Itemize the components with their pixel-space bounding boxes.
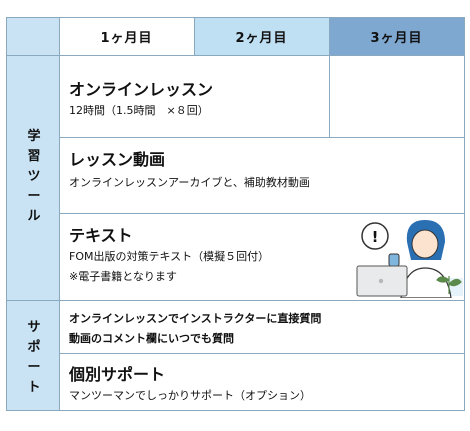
textbook-detail: FOM出版の対策テキスト（模擬５回付） (69, 250, 270, 263)
plan-table: 1ヶ月目 2ヶ月目 3ヶ月目 学 習 ツ ー ル サ ポ ー ト オンラインレッ… (6, 17, 465, 411)
body-icon (400, 267, 452, 298)
person-with-laptop-illustration: ! (356, 220, 463, 298)
section-label-tools: 学 習 ツ ー ル (24, 127, 44, 227)
question-support-line2: 動画のコメント欄にいつでも質問 (69, 332, 234, 345)
divider (59, 18, 60, 410)
divider (59, 353, 464, 354)
mug-icon (388, 253, 400, 267)
laptop-logo-icon (378, 278, 384, 284)
divider (7, 55, 464, 56)
plant-icon (436, 276, 462, 294)
section-label-char: サ (27, 320, 41, 335)
header-month2: 2ヶ月目 (194, 18, 329, 55)
lesson-video-title: レッスン動画 (69, 150, 166, 169)
section-label-char: 学 (27, 129, 41, 144)
divider (194, 18, 195, 55)
online-lesson-detail: 12時間（1.5時間 ×８回） (69, 104, 209, 117)
section-label-char: ー (27, 189, 41, 204)
header-month1: 1ヶ月目 (59, 18, 194, 55)
side-column (7, 18, 59, 410)
exclamation-mark: ! (372, 228, 379, 246)
divider (329, 18, 330, 137)
lesson-video-detail: オンラインレッスンアーカイブと、補助教材動画 (69, 176, 310, 189)
question-support-line1: オンラインレッスンでインストラクターに直接質問 (69, 312, 322, 325)
section-label-char: ー (27, 360, 41, 375)
textbook-note: ※電子書籍となります (69, 270, 177, 283)
section-label-char: ポ (27, 340, 41, 355)
online-lesson-title: オンラインレッスン (69, 80, 214, 99)
personal-support-title: 個別サポート (69, 365, 166, 384)
section-label-char: 習 (27, 149, 41, 164)
section-label-support: サ ポ ー ト (24, 318, 44, 398)
divider (59, 213, 464, 214)
header-month3: 3ヶ月目 (329, 18, 464, 55)
speech-bubble (361, 222, 389, 250)
section-label-char: ル (27, 209, 41, 224)
personal-support-detail: マンツーマンでしっかりサポート（オプション） (69, 389, 311, 402)
section-label-char: ツ (27, 169, 41, 184)
divider (7, 300, 464, 301)
textbook-title: テキスト (69, 226, 133, 245)
face-icon (411, 229, 439, 259)
divider (59, 137, 464, 138)
section-label-char: ト (27, 380, 41, 395)
